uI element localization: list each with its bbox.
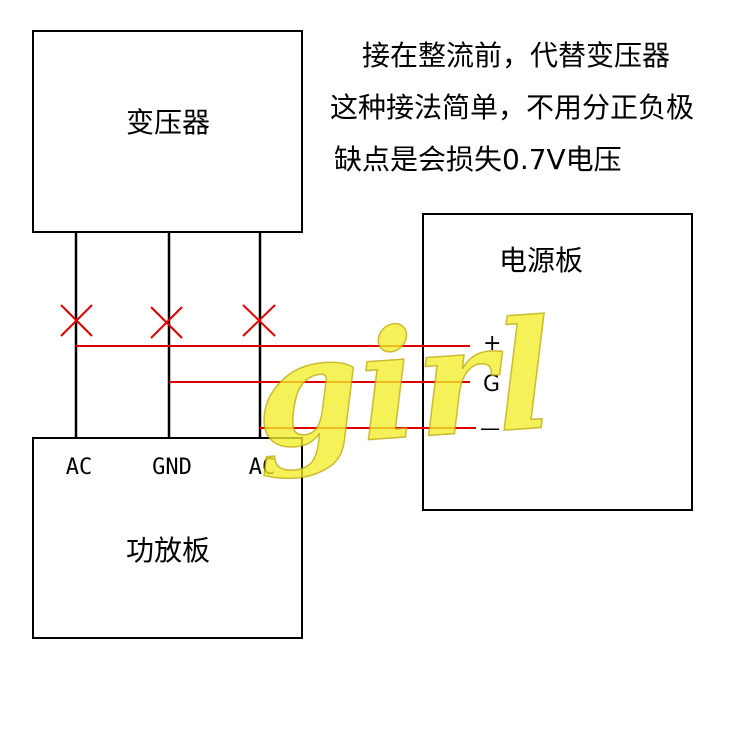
amp-board-label: 功放板 (126, 534, 210, 567)
terminal-minus-label: — (480, 416, 500, 440)
terminal-plus-label: + (483, 331, 501, 356)
amp-terminal-ac-left: AC (66, 455, 93, 480)
terminal-ground-label: G (483, 372, 500, 397)
note-line-3: 缺点是会损失0.7V电压 (334, 143, 622, 176)
note-line-1: 接在整流前，代替变压器 (362, 39, 670, 72)
power-board-box (422, 213, 693, 511)
transformer-label: 变压器 (126, 106, 210, 139)
amp-terminal-ac-right: AC (249, 455, 276, 480)
cut-mark-left (60, 304, 93, 337)
power-board-label: 电源板 (499, 244, 583, 277)
cut-mark-middle (150, 306, 183, 339)
cut-mark-right (242, 304, 276, 337)
amp-terminal-gnd: GND (152, 455, 192, 480)
note-line-2: 这种接法简单，不用分正负极 (330, 91, 694, 124)
transformer-box (32, 30, 303, 233)
watermark-logo: girl (249, 287, 558, 483)
amp-board-box (32, 437, 303, 639)
